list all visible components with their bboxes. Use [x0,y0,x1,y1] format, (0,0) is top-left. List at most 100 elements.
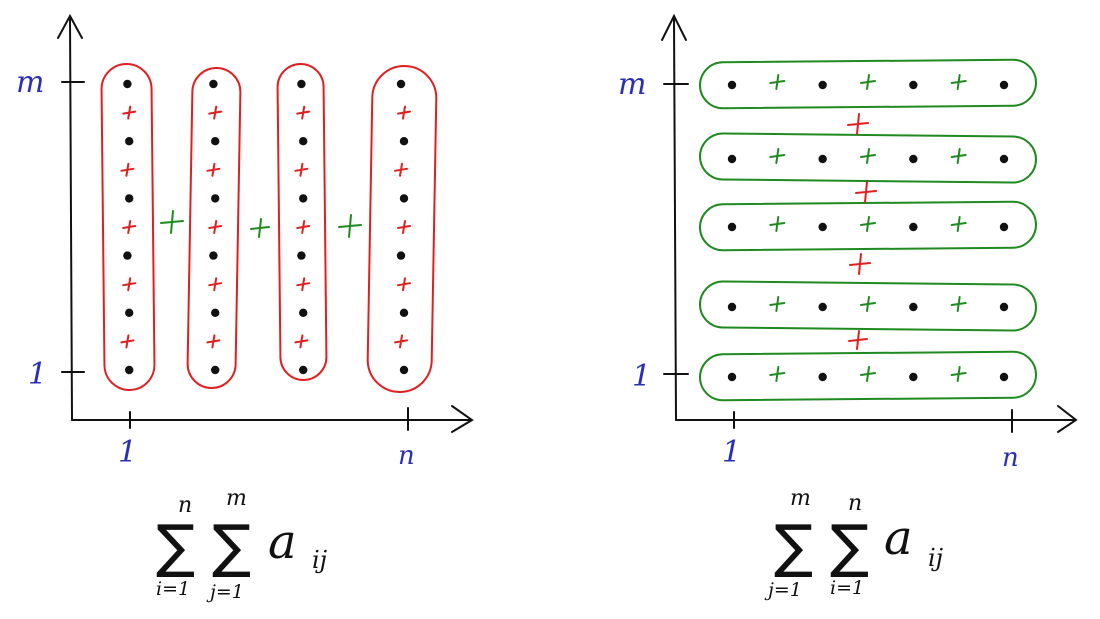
left-red-plus [208,220,223,234]
right-dot [818,222,827,232]
right-row-outline [699,58,1037,110]
left-red-plus [296,220,311,234]
left-dot [209,79,218,89]
right-formula-inner-lower: i=1 [830,577,864,599]
right-dot [999,154,1009,164]
left-dot [125,308,134,317]
right-xtick-label-n: n [1002,443,1019,473]
left-red-plus [397,277,411,292]
left-red-plus [206,334,221,349]
left-formula-term-sub: ij [312,546,328,574]
left-dot [299,308,308,317]
right-red-plus [847,113,869,135]
right-x-arrow [1057,405,1078,433]
left-dot [211,137,220,146]
left-column [186,67,242,389]
right-dot [909,302,918,312]
left-green-plus [160,210,184,234]
right-green-plus [769,216,786,232]
left-red-plus [122,277,137,292]
right-green-plus [860,148,876,164]
right-dot [909,222,918,232]
left-dot [399,365,409,375]
left-x-arrow [451,405,474,433]
right-green-plus [950,216,967,232]
right-green-plus [860,74,876,90]
right-dot [727,80,737,90]
left-red-plus [294,162,309,177]
right-ytick-label-1: 1 [632,359,651,394]
left-xtick-label-n: n [398,441,415,471]
left-red-plus [394,334,408,349]
left-dot [299,137,308,146]
right-formula-outer-sigma: ∑ [774,512,813,580]
right-axes [661,13,1078,433]
left-red-plus [122,220,137,234]
left-dot [211,194,220,203]
left-red-plus [397,220,411,234]
right-dot [727,222,737,232]
right-ytick-label-m: m [618,67,646,102]
right-dot [999,222,1009,232]
right-dot [909,154,918,164]
right-green-plus [950,148,967,164]
left-green-plus [338,214,362,238]
left-formula-inner-sigma: ∑ [212,512,251,580]
right-row-outline [699,350,1037,402]
right-formula-outer-lower: j=1 [764,579,802,601]
left-red-plus [296,105,311,120]
left-formula-term: a [268,514,297,570]
right-formula-inner-upper: n [848,491,862,516]
left-dot [299,194,308,203]
left-red-plus [208,105,223,120]
right-dot [727,372,737,382]
right-y-arrow [661,13,687,41]
left-dot [297,251,306,260]
left-red-plus [294,334,309,349]
right-green-plus [769,366,786,382]
right-panel: m 1 1 n m ∑ j=1 n ∑ i=1 a ij [618,13,1078,601]
right-dot [999,80,1009,90]
left-dot [211,365,220,375]
left-formula-outer-upper: n [178,493,192,518]
right-dot [909,80,918,90]
right-dot [999,302,1009,312]
left-dot [209,251,218,260]
left-column-outline [366,65,438,393]
left-dot [211,308,220,317]
left-red-plus [394,162,408,177]
right-dot [818,302,827,312]
left-dot [399,308,409,317]
right-row [699,280,1037,332]
left-axes [57,13,474,433]
left-dot [125,365,134,375]
left-column [366,65,438,393]
right-xtick-label-1: 1 [722,435,741,470]
left-formula-outer-lower: i=1 [156,578,190,600]
right-dot [818,372,827,382]
left-dot [123,79,132,89]
left-column [100,63,156,391]
left-xtick-label-1: 1 [118,435,137,470]
right-row-outline [699,280,1037,332]
left-column [276,63,328,381]
right-formula: m ∑ j=1 n ∑ i=1 a ij [764,486,944,601]
left-dot [396,79,406,89]
left-dot [399,137,409,146]
right-formula-outer-upper: m [790,486,811,511]
right-dot [727,302,737,312]
right-green-plus [860,366,876,382]
left-panel: m 1 1 n n ∑ i=1 m ∑ j=1 a ij [16,13,474,603]
right-green-plus [950,74,967,90]
right-row [699,350,1037,402]
right-dot [909,372,918,382]
right-row-outline [699,200,1037,252]
left-red-plus [120,162,135,177]
left-y-axis [69,17,73,421]
right-y-axis [673,17,677,421]
right-green-plus [950,296,967,312]
left-dot [125,194,134,203]
left-dot [396,251,406,260]
right-green-plus [950,366,967,382]
right-dot [818,154,827,164]
